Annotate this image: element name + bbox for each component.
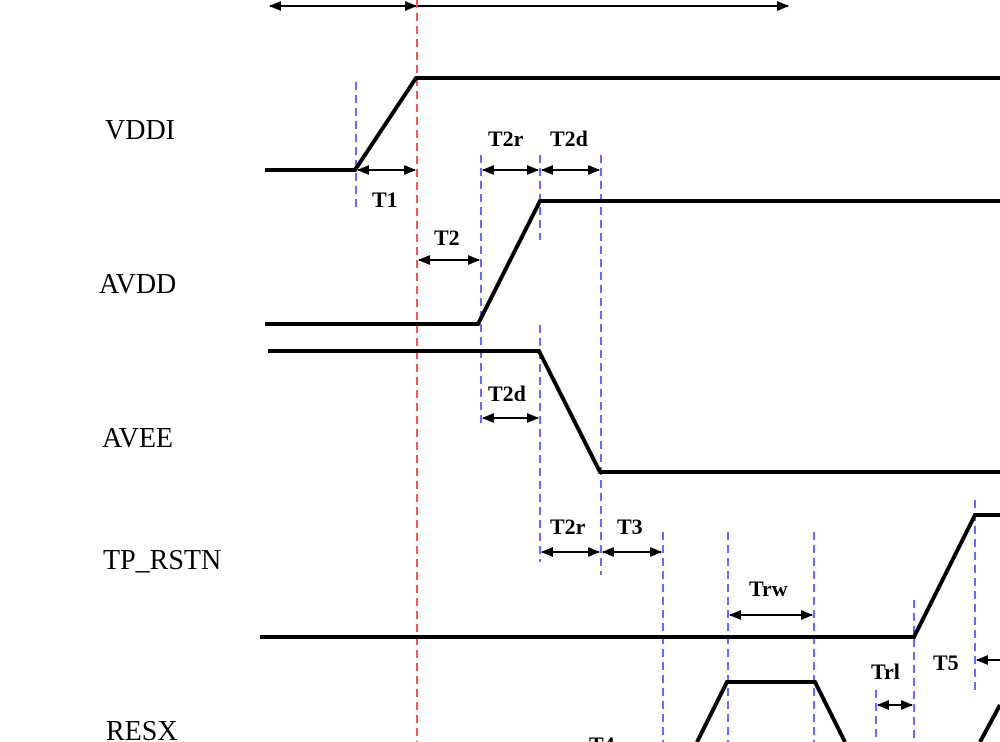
timing-label-t1: T1 [372, 187, 398, 212]
timing-label-t4: T4 [589, 732, 615, 742]
waveform-avee [268, 349, 1000, 474]
signal-label-vddi: VDDI [105, 115, 175, 146]
waveform-tp-rstn [260, 513, 1000, 639]
timing-label-t2: T2 [434, 225, 460, 250]
timing-label-t5: T5 [933, 650, 959, 675]
timing-label-t2r-avdd: T2r [488, 126, 524, 151]
waveform-resx [695, 680, 847, 742]
signal-label-tp-rstn: TP_RSTN [103, 545, 221, 576]
signal-label-avdd: AVDD [99, 269, 176, 300]
timing-label-trl: Trl [871, 659, 900, 684]
timing-label-t2d-avdd: T2d [550, 126, 588, 151]
waveform-avdd [265, 199, 1000, 326]
signal-label-avee: AVEE [102, 423, 173, 454]
waveform-vddi [265, 76, 1000, 172]
timing-label-t3: T3 [617, 514, 643, 539]
timing-label-trw: Trw [749, 576, 788, 601]
timing-label-t2d-avee: T2d [488, 381, 526, 406]
signal-label-resx: RESX [106, 716, 178, 742]
waveform-resx-edge [978, 704, 1000, 742]
timing-label-t2r-avee: T2r [550, 514, 586, 539]
